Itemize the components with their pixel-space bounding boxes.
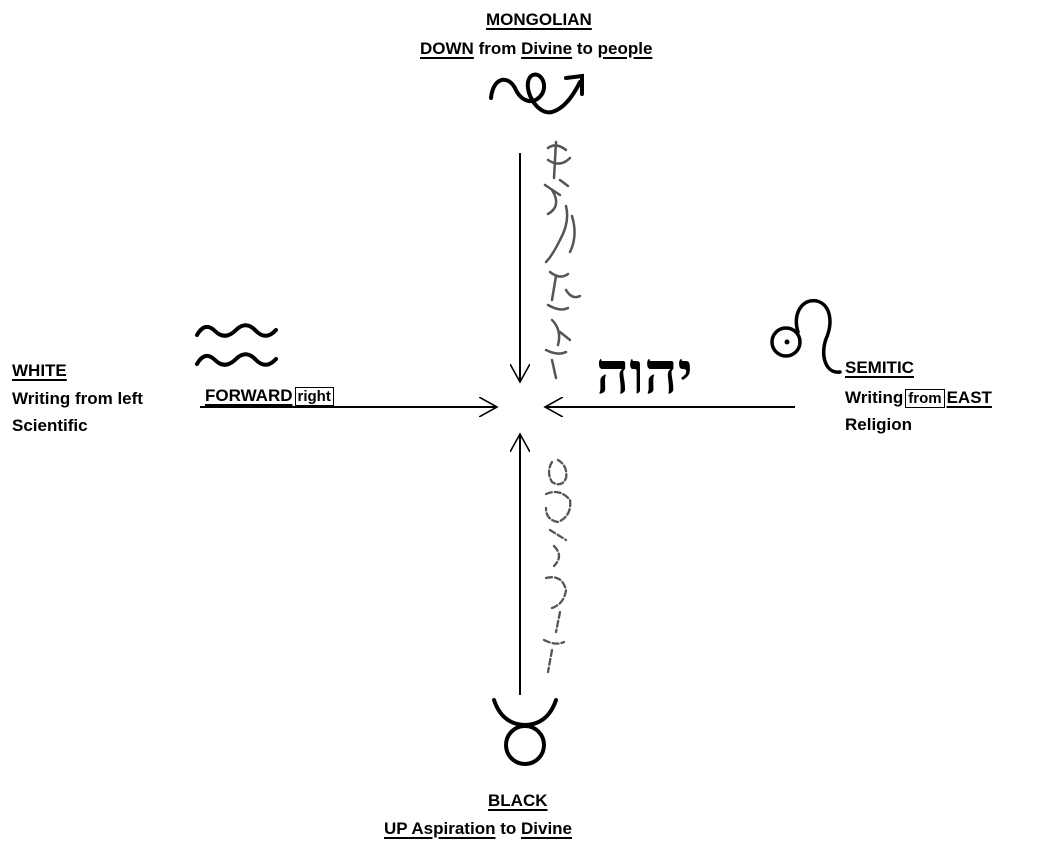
word-divine: Divine [521,39,573,58]
semitic-title: SEMITIC [845,358,914,377]
serpent-arrow-icon [489,72,584,115]
left-line2: Writing from left [12,388,143,409]
word-to-bottom: to [500,819,517,838]
word-down: DOWN [420,39,474,58]
taurus-icon [492,698,558,766]
mongolian-script-top [543,140,582,380]
top-title-row: MONGOLIAN [486,9,592,30]
left-title-row: WHITE [12,360,67,381]
forward-label: FORWARD [205,386,293,405]
word-from: from [478,39,517,58]
right-title-row: SEMITIC [845,357,914,378]
mongolian-title: MONGOLIAN [486,10,592,29]
from-box: from [905,389,945,408]
writing-word: Writing [845,388,904,407]
word-people: people [597,39,653,58]
black-title: BLACK [488,791,548,810]
writing-from-left: Writing from left [12,389,143,408]
scientific-label: Scientific [12,416,88,435]
script-bottom [542,458,572,674]
white-title: WHITE [12,361,67,380]
bottom-subtitle: UP Aspiration to Divine [384,818,572,839]
aquarius-icon [195,323,278,367]
up-aspiration: UP Aspiration [384,819,496,838]
religion-label: Religion [845,415,913,434]
left-line3: Scientific [12,415,88,436]
east-word: EAST [946,388,992,407]
word-to: to [576,39,593,58]
hebrew-tetragrammaton: יהוה [596,339,693,407]
right-box: right [294,387,334,406]
leo-icon [770,298,842,374]
bottom-title-row: BLACK [488,790,548,811]
top-subtitle: DOWN from Divine to people [420,38,652,59]
word-divine-bottom: Divine [520,819,573,838]
right-line3: Religion [845,414,912,435]
